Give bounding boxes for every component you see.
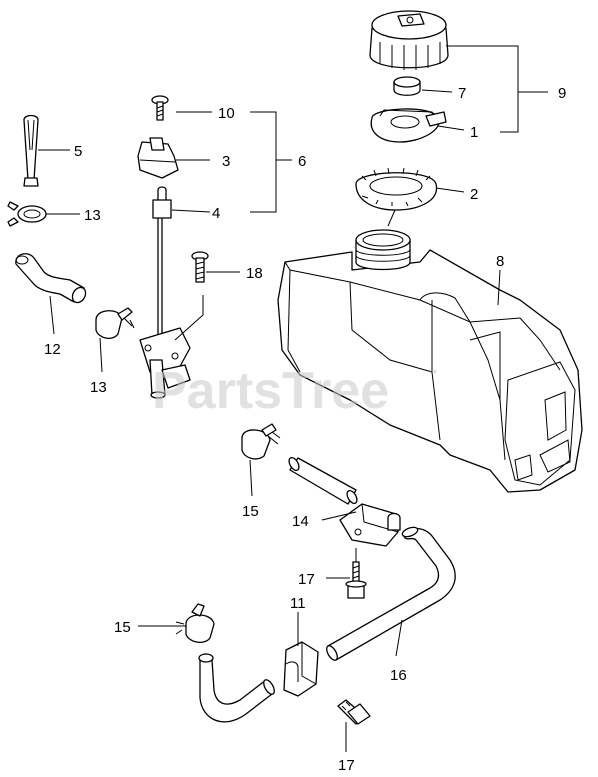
callout-7: 7 (458, 85, 466, 102)
fuel-hose-12 (15, 253, 87, 304)
fuel-tank (277, 249, 583, 493)
callout-9: 9 (558, 85, 566, 102)
hose-clamp-15-lower (175, 603, 215, 644)
screw-18 (191, 251, 209, 283)
bolt-17-upper (345, 548, 367, 599)
callout-8: 8 (496, 253, 504, 270)
callout-10: 10 (218, 105, 235, 122)
callout-13-upper: 13 (84, 207, 101, 224)
callout-6: 6 (298, 153, 306, 170)
watermark-trademark: ™ (428, 368, 437, 378)
bolt-17-lower (337, 699, 371, 725)
callout-labels: 9 7 1 2 10 6 3 4 18 5 13 12 13 8 15 14 1… (44, 85, 566, 774)
callout-3: 3 (222, 153, 230, 170)
callout-4: 4 (212, 205, 220, 222)
callout-13-lower: 13 (90, 379, 107, 396)
fuel-hose-lower (198, 653, 275, 723)
callout-18: 18 (246, 265, 263, 282)
filler-neck (355, 229, 411, 271)
fuel-valve (139, 327, 191, 399)
fuel-strainer (370, 108, 447, 143)
cap-gasket (393, 76, 421, 96)
watermark-logo-text: PartsTree (152, 362, 389, 420)
hose-clamp-13-lower (95, 307, 135, 340)
callout-12: 12 (44, 341, 61, 358)
callout-1: 1 (470, 124, 478, 141)
fuel-cap (369, 10, 449, 70)
assembly-axis-line (387, 209, 396, 227)
leader-lines (38, 45, 548, 752)
callout-17-lower: 17 (338, 757, 355, 774)
hose-bracket (339, 503, 401, 547)
callout-5: 5 (74, 143, 82, 160)
callout-2: 2 (470, 186, 478, 203)
fuel-hose-upper (288, 456, 358, 505)
hose-clamp-13-upper (7, 201, 47, 227)
callout-16: 16 (390, 667, 407, 684)
drain-stem (23, 114, 39, 187)
screw-10 (151, 95, 169, 121)
valve-knob (137, 137, 179, 179)
fuel-pickup-tube (152, 186, 172, 346)
hose-clip (283, 641, 319, 697)
callout-15-upper: 15 (242, 503, 259, 520)
hose-clamp-15-upper (241, 423, 281, 460)
screw-18-axis (174, 295, 204, 341)
ring-nut (355, 167, 438, 211)
callout-15-lower: 15 (114, 619, 131, 636)
callout-11: 11 (290, 595, 306, 612)
callout-17-upper: 17 (298, 571, 315, 588)
callout-14: 14 (292, 513, 309, 530)
watermark: PartsTree ™ (152, 362, 437, 420)
fuel-hose-16 (326, 526, 456, 661)
